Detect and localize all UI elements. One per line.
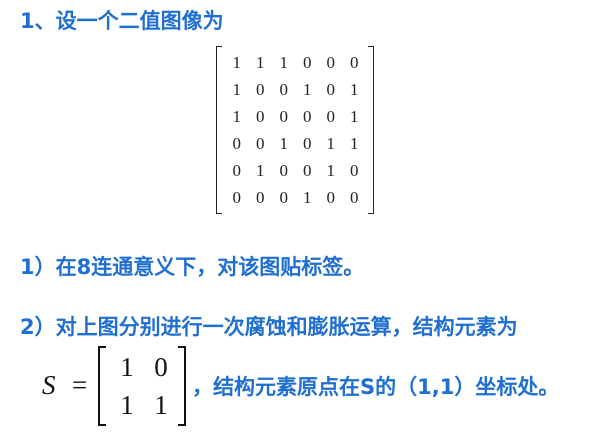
matrix-cell: 1 xyxy=(279,53,289,72)
structuring-element-symbol: S xyxy=(42,370,56,400)
sub-question-1: 1）在8连通意义下，对该图贴标签。 xyxy=(20,255,365,279)
matrix-cell: 1 xyxy=(303,188,312,207)
matrix-cell: 0 xyxy=(279,80,289,99)
structuring-element-origin-note: ，结构元素原点在S的（1,1）坐标处。 xyxy=(192,375,560,399)
matrix-cell: 1 xyxy=(326,134,336,153)
matrix-cell: 0 xyxy=(232,188,242,207)
s-matrix-cell: 1 xyxy=(120,390,134,420)
matrix-cell: 1 xyxy=(232,53,242,72)
matrix-cell: 0 xyxy=(326,53,336,72)
s-matrix-cell: 1 xyxy=(154,390,168,420)
matrix-cell: 0 xyxy=(326,80,336,99)
matrix-right-bracket xyxy=(368,46,374,214)
matrix-cell: 0 xyxy=(256,107,265,126)
matrix-cell: 0 xyxy=(326,188,336,207)
matrix-cell: 0 xyxy=(350,53,359,72)
matrix-cell: 0 xyxy=(256,134,265,153)
matrix-cell: 1 xyxy=(232,80,242,99)
matrix-cell: 0 xyxy=(279,107,289,126)
matrix-cell: 1 xyxy=(350,80,359,99)
matrix-cell: 0 xyxy=(232,161,242,180)
matrix-cell: 0 xyxy=(232,134,242,153)
equals-sign: = xyxy=(72,370,88,400)
matrix-cell: 0 xyxy=(350,161,359,180)
matrix-cell: 1 xyxy=(350,134,359,153)
matrix-cell: 0 xyxy=(350,188,359,207)
matrix-cell: 1 xyxy=(350,107,359,126)
matrix-cell: 1 xyxy=(326,161,336,180)
s-matrix-left-bracket xyxy=(98,346,106,426)
matrix-cell: 0 xyxy=(303,161,312,180)
matrix-cell: 0 xyxy=(279,188,289,207)
matrix-cell: 1 xyxy=(303,80,312,99)
matrix-cell: 1 xyxy=(279,134,289,153)
matrix-cell: 0 xyxy=(256,188,265,207)
matrix-cell: 0 xyxy=(326,107,336,126)
question-1-heading: 1、设一个二值图像为 xyxy=(20,9,224,33)
matrix-left-bracket xyxy=(216,46,222,214)
matrix-cell: 1 xyxy=(256,161,265,180)
s-matrix-cell: 0 xyxy=(154,352,168,382)
matrix-cell: 0 xyxy=(303,107,312,126)
matrix-cell: 0 xyxy=(303,134,312,153)
matrix-cell: 1 xyxy=(232,107,242,126)
s-matrix-cell: 1 xyxy=(120,352,134,382)
matrix-cell: 0 xyxy=(303,53,312,72)
matrix-cell: 0 xyxy=(279,161,289,180)
s-matrix-right-bracket xyxy=(178,346,186,426)
sub-question-2: 2）对上图分别进行一次腐蚀和膨胀运算，结构元素为 xyxy=(20,315,518,339)
matrix-cell: 0 xyxy=(256,80,265,99)
matrix-cell: 1 xyxy=(256,53,265,72)
